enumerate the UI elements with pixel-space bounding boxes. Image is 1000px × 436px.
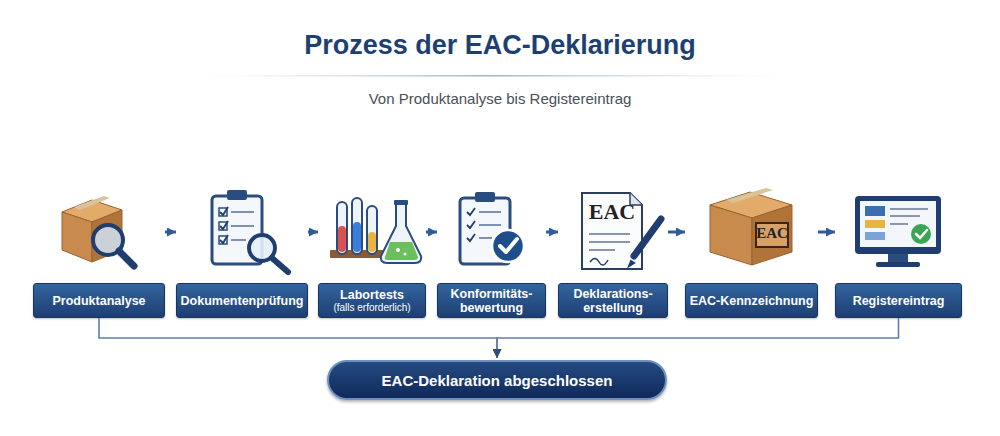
process-box: Labortests(falls erforderlich) xyxy=(318,283,426,318)
clipboard-check-icon xyxy=(460,192,524,264)
lab-tubes-icon-part xyxy=(385,242,418,260)
flow-arrow xyxy=(308,231,318,234)
flow-arrow xyxy=(546,231,558,234)
box-mark-icon xyxy=(710,188,792,265)
process-step: Registereintrag xyxy=(835,185,962,318)
monitor-icon-part xyxy=(865,206,885,216)
process-step: Dokumentenprüfung xyxy=(176,185,308,318)
box-mark-icon-part xyxy=(726,188,773,203)
step-label: EAC-Deklaration abgeschlossen xyxy=(382,372,613,389)
process-box: EAC-Kennzeichnung xyxy=(685,283,818,318)
document-pen-icon-part xyxy=(634,219,661,256)
document-pen-icon-part xyxy=(589,249,615,251)
monitor-icon-part xyxy=(911,224,931,244)
clipboard-magnifier-icon-part xyxy=(231,239,246,241)
merge-connector xyxy=(497,318,899,358)
lab-tubes-icon-part xyxy=(352,198,362,254)
clipboard-magnifier-icon xyxy=(212,190,288,272)
result-pill: EAC-Deklaration abgeschlossen xyxy=(327,360,667,400)
lab-tubes-icon xyxy=(330,198,421,263)
process-step: Labortests(falls erforderlich) xyxy=(318,185,426,318)
process-step: EAC-Kennzeichnung xyxy=(685,185,818,318)
process-step: Produktanalyse xyxy=(33,185,165,318)
monitor-icon-part xyxy=(876,262,920,267)
mark-text: EAC xyxy=(754,225,790,242)
lab-tubes-icon-part xyxy=(381,204,421,263)
monitor-icon-part xyxy=(865,232,885,240)
title-rule xyxy=(200,75,780,77)
clipboard-magnifier-icon-part xyxy=(272,258,288,272)
monitor-icon-part xyxy=(860,201,936,247)
lab-tubes-icon-part xyxy=(368,232,376,252)
clipboard-magnifier-icon-part xyxy=(231,211,254,213)
clipboard-magnifier-icon-part xyxy=(227,190,247,200)
flow-arrow xyxy=(165,231,176,234)
box-mark-icon-part xyxy=(710,205,752,265)
clipboard-magnifier-icon-part xyxy=(220,207,228,243)
lab-tubes-icon-part xyxy=(338,226,346,252)
step-note: (falls erforderlich) xyxy=(333,302,410,314)
monitor-icon-part xyxy=(890,223,908,225)
monitor-icon-part xyxy=(890,208,928,210)
clipboard-check-icon-part xyxy=(467,208,475,241)
process-box: Dokumentenprüfung xyxy=(176,283,308,318)
lab-tubes-icon-part xyxy=(353,222,361,252)
document-pen-icon-part xyxy=(590,259,608,266)
monitor-icon-part xyxy=(890,215,920,217)
step-label: Deklarations- erstellung xyxy=(562,287,664,315)
clipboard-check-icon-part xyxy=(492,230,524,262)
step-label: EAC-Kennzeichnung xyxy=(690,294,814,308)
clipboard-check-icon-part xyxy=(500,239,517,252)
step-label: Konformitäts- bewertung xyxy=(441,287,542,315)
monitor-icon-part xyxy=(865,220,885,228)
document-pen-icon-part xyxy=(589,233,630,235)
document-pen-icon-part xyxy=(589,241,630,243)
flow-arrow xyxy=(668,231,685,234)
lab-tubes-icon-part xyxy=(396,248,400,252)
lab-tubes-icon-part xyxy=(367,206,377,254)
process-box: Registereintrag xyxy=(835,283,962,318)
box-mark-icon-part xyxy=(752,205,792,265)
clipboard-check-icon-part xyxy=(475,192,495,202)
clipboard-check-icon-part xyxy=(479,224,501,226)
mark-text: EAC xyxy=(586,199,638,225)
box-magnifier-icon-part xyxy=(119,251,134,266)
step-label: Labortests xyxy=(340,288,404,302)
lab-tubes-icon-part xyxy=(404,253,407,256)
box-magnifier-icon-part xyxy=(74,196,110,210)
step-label: Dokumentenprüfung xyxy=(181,294,304,308)
process-step: Konformitäts- bewertung xyxy=(437,185,546,318)
monitor-icon-part xyxy=(916,230,927,238)
box-magnifier-icon xyxy=(62,196,134,266)
flow-arrow xyxy=(818,231,835,234)
step-label: Produktanalyse xyxy=(52,294,145,308)
flow-arrow xyxy=(426,231,437,234)
monitor-icon-part xyxy=(888,254,908,262)
merge-connector xyxy=(99,318,497,358)
document-pen-icon xyxy=(582,193,661,269)
lab-tubes-icon-part xyxy=(394,200,408,205)
clipboard-magnifier-icon-part xyxy=(231,225,254,227)
process-box: Produktanalyse xyxy=(33,283,165,318)
clipboard-check-icon-part xyxy=(479,211,501,213)
monitor-icon-part xyxy=(855,196,941,254)
process-box: Konformitäts- bewertung xyxy=(437,283,546,318)
clipboard-check-icon-part xyxy=(479,237,492,239)
diagram-title: Prozess der EAC-Deklarierung xyxy=(0,30,1000,61)
box-magnifier-icon-part xyxy=(62,212,92,262)
document-pen-icon-part xyxy=(629,261,634,266)
step-label: Registereintrag xyxy=(853,294,945,308)
process-box: Deklarations- erstellung xyxy=(558,283,668,318)
monitor-icon xyxy=(855,196,941,267)
diagram-subtitle: Von Produktanalyse bis Registereintrag xyxy=(0,90,1000,107)
lab-tubes-icon-part xyxy=(337,202,347,254)
